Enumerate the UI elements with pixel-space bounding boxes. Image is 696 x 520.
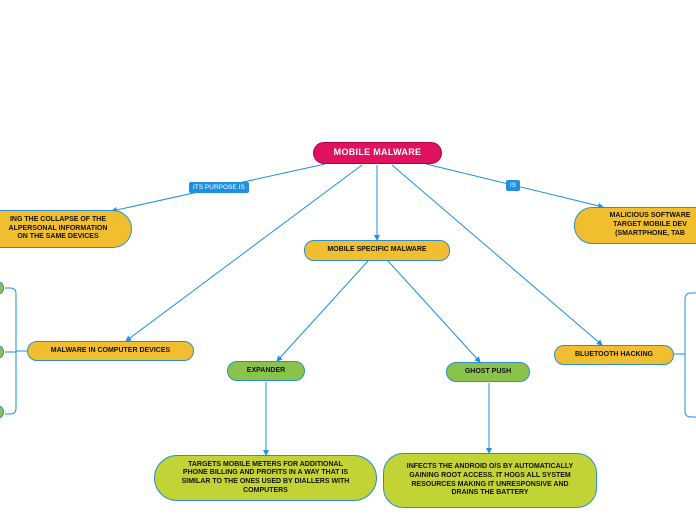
root-node[interactable]: MOBILE MALWARE xyxy=(313,142,442,164)
purpose-text: ING THE COLLAPSE OF THE ALPERSONAL INFOR… xyxy=(8,215,108,241)
purpose-node[interactable]: ING THE COLLAPSE OF THE ALPERSONAL INFOR… xyxy=(0,210,132,248)
bracket-right xyxy=(673,292,696,418)
ghost-push-desc-text: INFECTS THE ANDROID O/S BY AUTOMATICALLY… xyxy=(406,463,574,497)
expander-node[interactable]: EXPANDER xyxy=(227,361,305,381)
link-root-computer xyxy=(125,164,363,342)
link-label-is: IS xyxy=(506,180,521,191)
ghost-push-desc-node[interactable]: INFECTS THE ANDROID O/S BY AUTOMATICALLY… xyxy=(383,453,597,508)
expander-desc-node[interactable]: TARGETS MOBILE METERS FOR ADDITIONAL PHO… xyxy=(154,455,377,501)
link-label-purpose: ITS PURPOSE IS xyxy=(189,182,249,193)
bracket-left xyxy=(5,287,28,415)
definition-node[interactable]: MALICIOUS SOFTWARE TARGET MOBILE DEV (SM… xyxy=(574,207,696,244)
link-mobile-ghost-push xyxy=(387,260,481,363)
bluetooth-text: BLUETOOTH HACKING xyxy=(574,350,654,358)
expander-text: EXPANDER xyxy=(246,366,286,374)
definition-text: MALICIOUS SOFTWARE TARGET MOBILE DEV (SM… xyxy=(609,212,691,237)
root-label: MOBILE MALWARE xyxy=(333,147,422,158)
mobile-specific-text: MOBILE SPECIFIC MALWARE xyxy=(327,246,427,254)
computer-devices-node[interactable]: MALWARE IN COMPUTER DEVICES xyxy=(27,341,194,361)
ghost-push-node[interactable]: GHOST PUSH xyxy=(446,362,530,382)
expander-desc-text: TARGETS MOBILE METERS FOR ADDITIONAL PHO… xyxy=(181,460,350,494)
computer-devices-text: MALWARE IN COMPUTER DEVICES xyxy=(50,346,171,354)
bluetooth-node[interactable]: BLUETOOTH HACKING xyxy=(554,345,674,365)
mobile-specific-node[interactable]: MOBILE SPECIFIC MALWARE xyxy=(304,240,450,261)
link-root-bluetooth xyxy=(391,164,603,346)
link-mobile-expander xyxy=(276,260,369,362)
ghost-push-text: GHOST PUSH xyxy=(464,367,512,375)
